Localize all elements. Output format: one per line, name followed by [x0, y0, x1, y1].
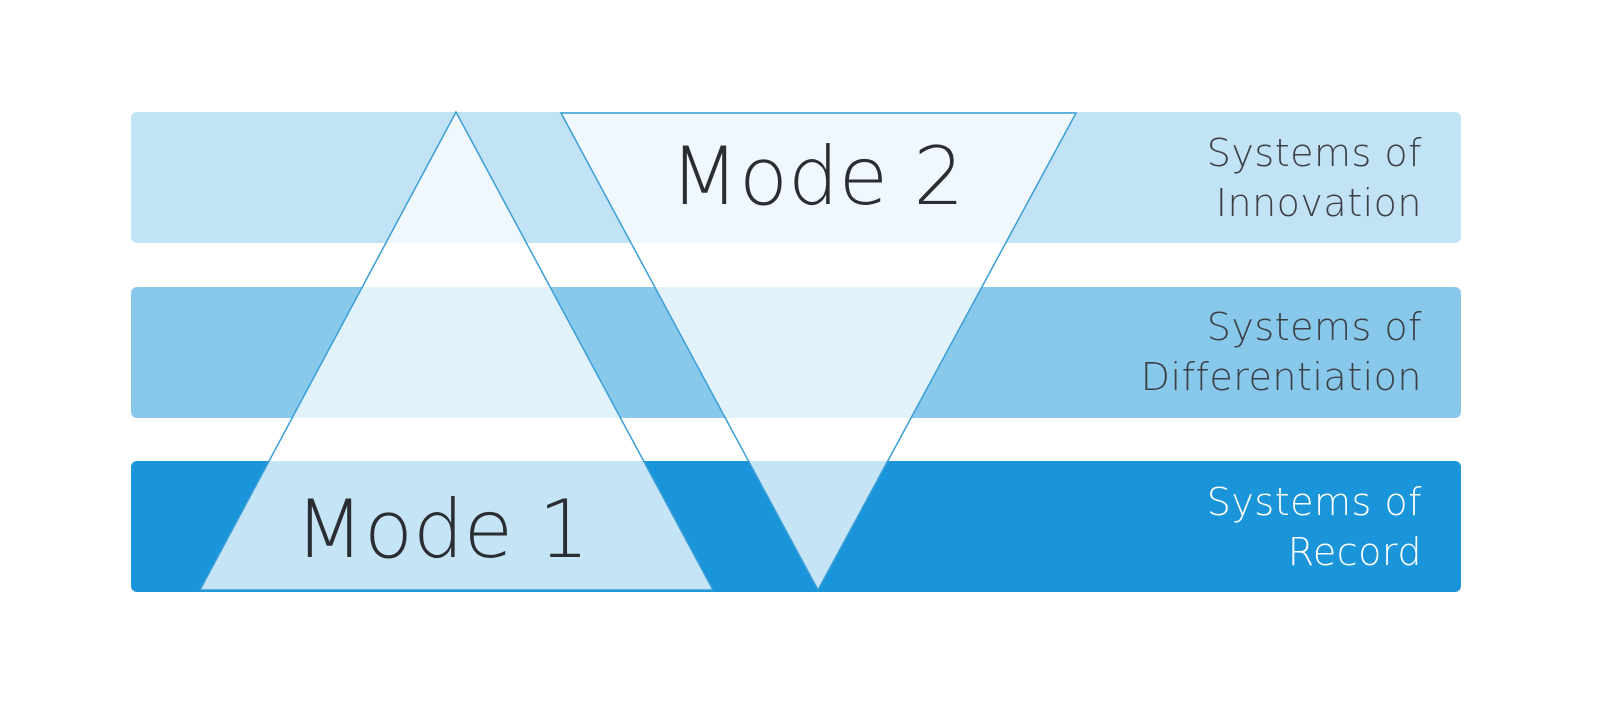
- band-label-line2: Differentiation: [1140, 355, 1422, 399]
- band-label-innovation: Systems of Innovation: [1207, 128, 1422, 228]
- mode1-triangle: [198, 110, 715, 591]
- mode1-label: Mode 1: [295, 483, 590, 576]
- mode2-triangle: [559, 112, 1078, 592]
- mode2-label: Mode 2: [670, 130, 965, 223]
- band-label-line1: Systems of: [1206, 305, 1422, 349]
- band-label-line1: Systems of: [1206, 131, 1422, 175]
- band-label-line2: Record: [1287, 530, 1422, 574]
- band-label-line2: Innovation: [1215, 181, 1422, 225]
- band-label-line1: Systems of: [1206, 480, 1422, 524]
- band-label-record: Systems of Record: [1207, 477, 1422, 577]
- band-label-differentiation: Systems of Differentiation: [1141, 302, 1422, 402]
